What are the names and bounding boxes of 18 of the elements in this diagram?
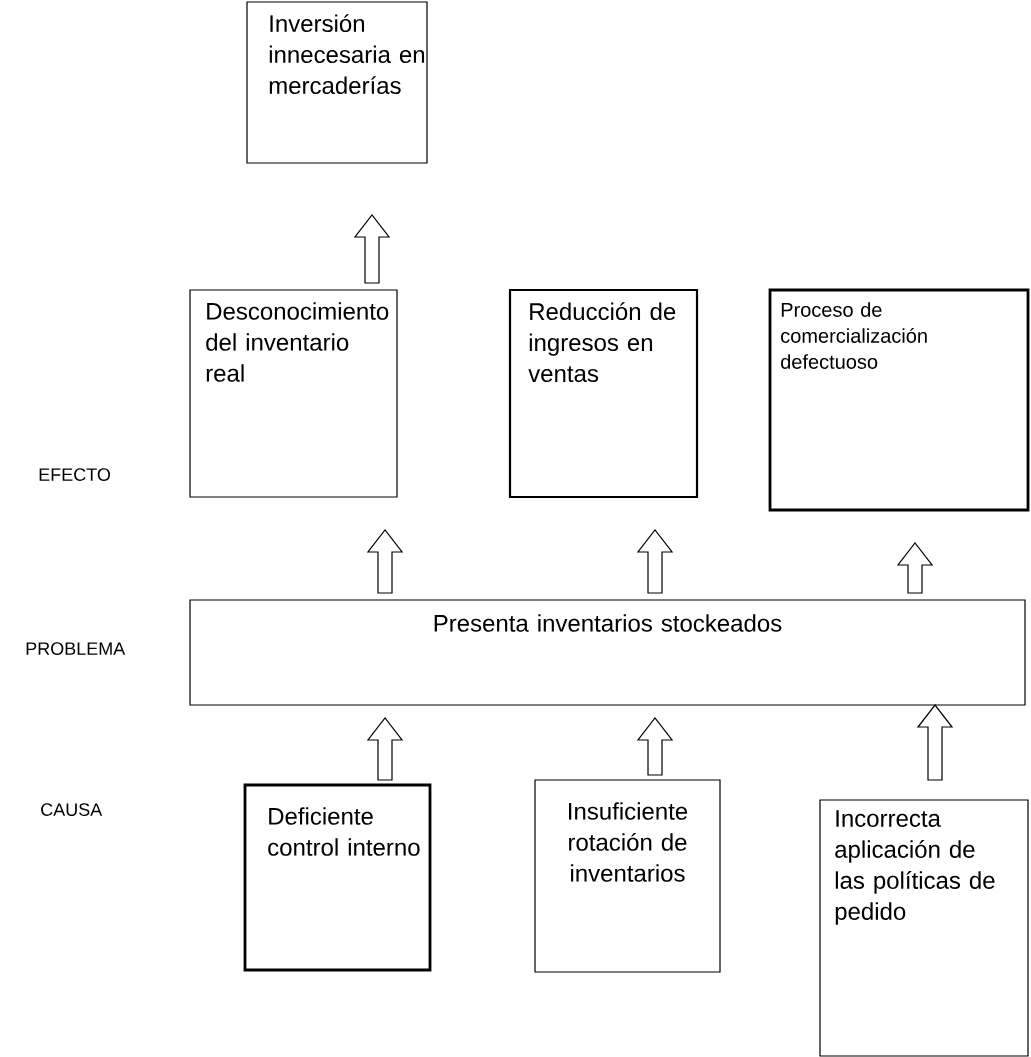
effect-box: Reducción de ingresos en ventas [508, 288, 699, 499]
block-arrow [636, 717, 674, 776]
problem-box: Presenta inventarios stockeados [189, 599, 1026, 706]
block-arrow [896, 542, 934, 594]
block-arrow [353, 214, 391, 284]
block-arrow [366, 529, 404, 594]
row-label: EFECTO [39, 468, 110, 481]
block-arrow [366, 717, 404, 781]
effect-box: Desconocimiento del inventario real [189, 289, 398, 498]
cause-box: Incorrecta aplicación de las políticas de pedido [819, 799, 1029, 1057]
block-arrow [636, 529, 674, 594]
effect-box: Inversión innecesaria en mercaderías [246, 1, 428, 164]
row-label: CAUSA [41, 803, 103, 816]
cause-box: Deficiente control interno [243, 783, 432, 972]
effect-box: Proceso de comercialización defectuoso [768, 288, 1030, 512]
row-label: PROBLEMA [26, 642, 126, 655]
cause-box: Insuficiente rotación de inventarios [534, 779, 721, 973]
block-arrow [916, 704, 954, 781]
